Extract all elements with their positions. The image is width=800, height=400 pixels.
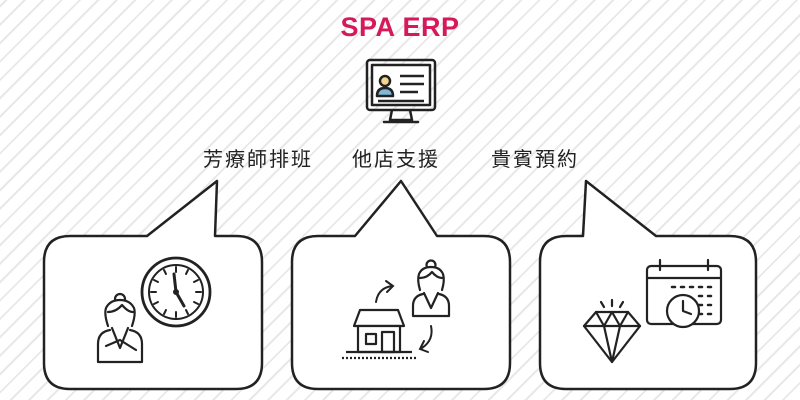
label-vip-booking: 貴賓預約 — [491, 147, 579, 171]
speech-bubble-2 — [290, 179, 512, 391]
calendar-clock-icon — [645, 258, 723, 329]
store-icon — [342, 308, 416, 360]
diamond-icon — [582, 298, 642, 364]
therapist-icon — [96, 292, 144, 364]
computer-profile-icon — [365, 58, 437, 124]
therapist-icon — [411, 259, 451, 318]
wall-clock-icon — [140, 256, 212, 328]
transfer-arrows-icon — [375, 280, 433, 353]
label-therapist-scheduling: 芳療師排班 — [203, 147, 313, 171]
page-title: SPA ERP — [340, 12, 460, 42]
label-cross-store-support: 他店支援 — [352, 147, 440, 171]
